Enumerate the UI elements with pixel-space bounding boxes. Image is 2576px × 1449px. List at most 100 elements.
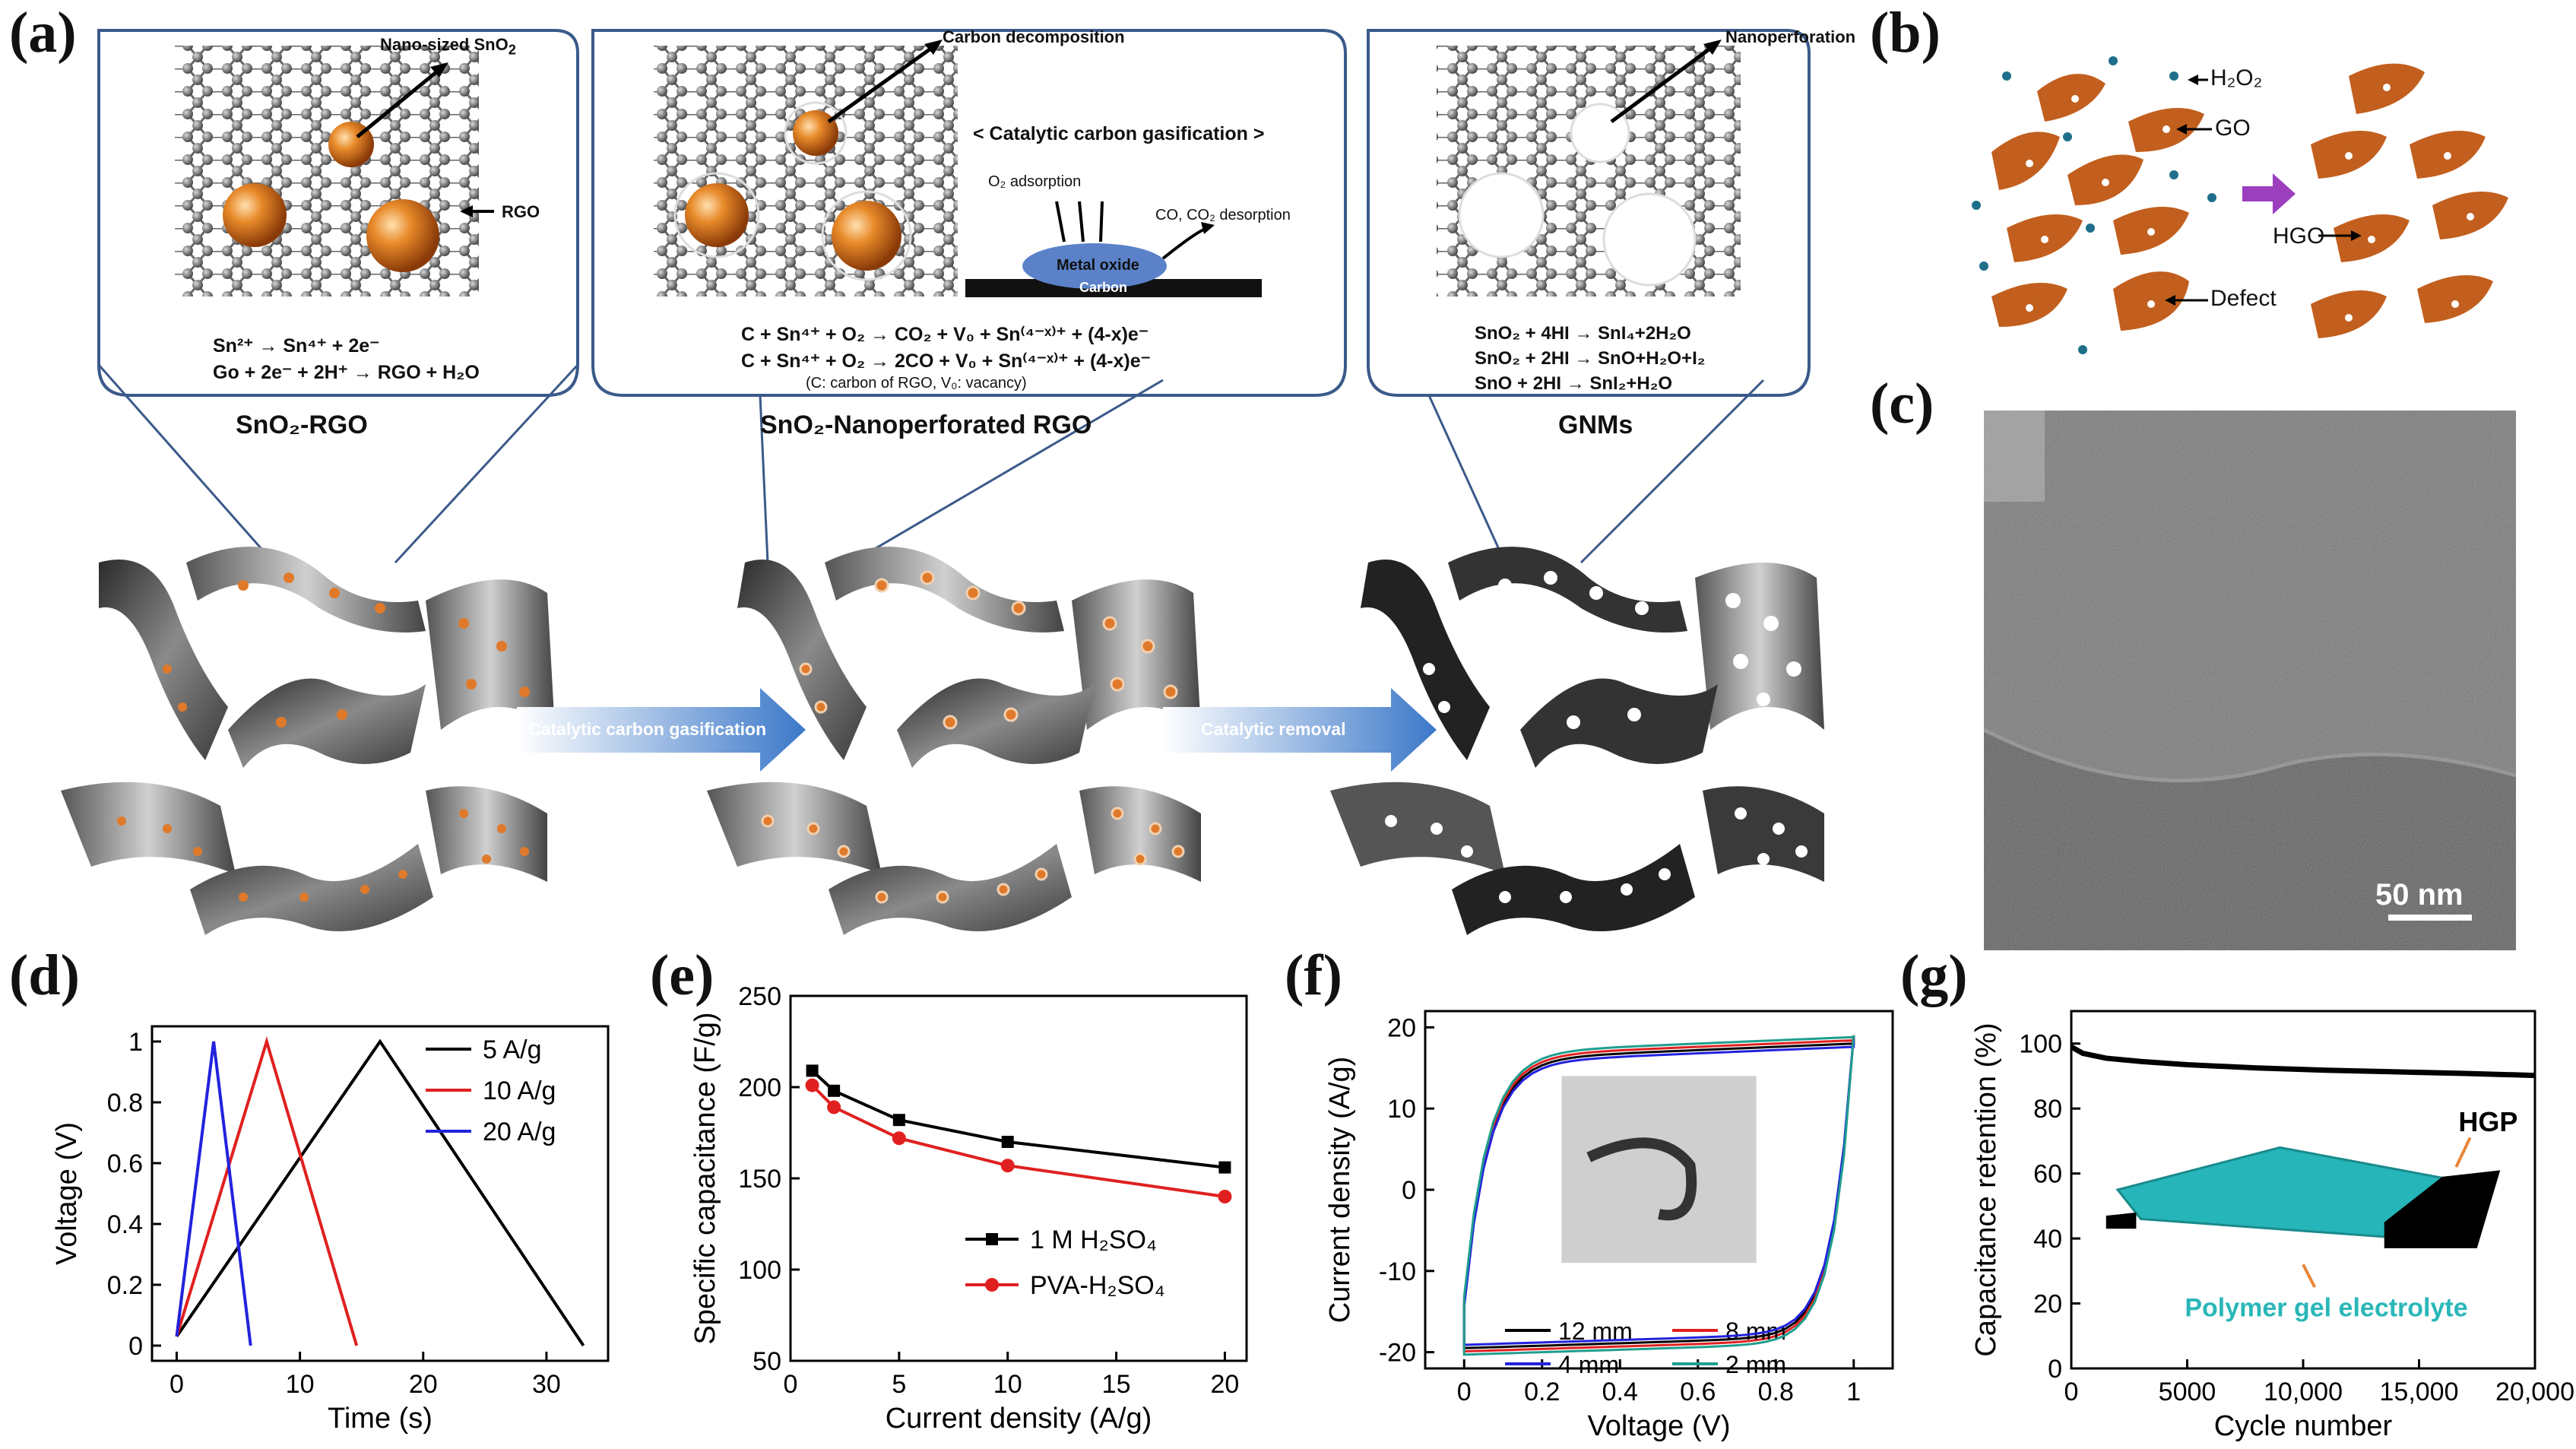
scale-bar	[2388, 915, 2472, 921]
series-line-5-A-g	[175, 1038, 585, 1347]
x-tick-label: 30	[532, 1370, 561, 1399]
x-tick-label: 10	[993, 1370, 1022, 1399]
data-point	[805, 1078, 819, 1092]
y-tick-label: 80	[2033, 1095, 2062, 1124]
y-tick-label: 150	[738, 1165, 781, 1194]
panel-label-g: (g)	[1900, 943, 1968, 1007]
label-metal-oxide: Metal oxide	[1057, 257, 1139, 274]
label-polymer-gel-electrolyte: Polymer gel electrolyte	[2185, 1294, 2467, 1323]
legend-label: 1 M H₂SO₄	[1030, 1225, 1157, 1254]
y-axis-label: Specific capacitance (F/g)	[689, 1012, 721, 1344]
equation-box3-2: SnO₂ + 2HI → SnO+H₂O+I₂	[1475, 348, 1706, 369]
data-point	[827, 1100, 841, 1114]
sheets-sno2-rgo	[61, 547, 555, 935]
electrolyte-pointer	[2302, 1264, 2317, 1289]
arrow-label-gasification: Catalytic carbon gasification	[528, 719, 767, 739]
schematic-a	[61, 29, 1824, 935]
y-tick-label: -20	[1379, 1339, 1416, 1368]
legend-label: PVA-H₂SO₄	[1030, 1271, 1165, 1300]
y-axis-label: Capacitance retention (%)	[1970, 1023, 2002, 1356]
equation-box3-1: SnO₂ + 4HI → SnI₄+2H₂O	[1475, 323, 1691, 344]
sheets-sno2-nprgo	[707, 547, 1201, 935]
y-tick-label: 0.6	[107, 1149, 143, 1178]
arrow-label-removal: Catalytic removal	[1201, 719, 1346, 739]
y-tick-label: 250	[738, 982, 781, 1011]
x-tick-label: 15	[1102, 1370, 1131, 1399]
data-point	[1001, 1136, 1014, 1148]
data-point	[806, 1064, 819, 1077]
label-defect: Defect	[2210, 286, 2277, 311]
panel-label-f: (f)	[1285, 943, 1342, 1007]
legend-label: 20 A/g	[483, 1118, 556, 1146]
inset-film	[1586, 1137, 1697, 1221]
label-carbon: Carbon	[1079, 280, 1127, 295]
x-tick-label: 5000	[2159, 1378, 2216, 1406]
subtitle-catalytic-carbon-gasification: < Catalytic carbon gasification >	[973, 123, 1265, 144]
x-tick-label: 20	[1211, 1370, 1240, 1399]
x-tick-label: 0	[1457, 1378, 1472, 1406]
x-tick-label: 0	[784, 1370, 798, 1399]
equation-box2-2: C + Sn⁴⁺ + O₂ → 2CO + V₀ + Sn⁽⁴⁻ˣ⁾⁺ + (4…	[741, 350, 1151, 372]
data-point	[1218, 1190, 1232, 1203]
y-tick-label: 0.4	[107, 1210, 143, 1239]
x-axis-label: Current density (A/g)	[886, 1403, 1152, 1435]
plot-frame	[789, 994, 1248, 1362]
annotation-nano-sized-sno2: Nano-sized SnO2	[380, 35, 516, 58]
y-tick-label: 1	[128, 1028, 143, 1057]
x-tick-label: 0.6	[1680, 1378, 1716, 1406]
x-tick-label: 0.2	[1524, 1378, 1560, 1406]
y-tick-label: 0.2	[107, 1271, 143, 1300]
y-tick-label: -10	[1379, 1257, 1416, 1286]
panel-label-d: (d)	[9, 943, 80, 1007]
y-tick-label: 100	[2019, 1030, 2062, 1059]
scale-bar-label: 50 nm	[2375, 878, 2464, 912]
legend-marker	[986, 1233, 998, 1245]
annotation-carbon-decomposition: Carbon decomposition	[943, 27, 1125, 46]
series-line-1	[811, 1084, 1225, 1198]
equation-box1-2: Go + 2e⁻ + 2H⁺ → RGO + H₂O	[213, 362, 480, 383]
equation-box1-1: Sn²⁺ → Sn⁴⁺ + 2e⁻	[213, 335, 380, 357]
data-point	[1218, 1161, 1231, 1174]
data-point	[1000, 1159, 1015, 1173]
x-tick-label: 0.8	[1758, 1378, 1794, 1406]
x-tick-label: 5	[892, 1370, 906, 1399]
panel-label-b: (b)	[1870, 1, 1941, 65]
equation-box2-1: C + Sn⁴⁺ + O₂ → CO₂ + V₀ + Sn⁽⁴⁻ˣ⁾⁺ + (4…	[741, 324, 1149, 345]
y-tick-label: 0	[1402, 1176, 1416, 1205]
panel-label-a: (a)	[9, 1, 77, 65]
inset-photo	[1561, 1076, 1757, 1264]
x-axis-label: Time (s)	[328, 1403, 433, 1435]
legend-marker	[985, 1278, 999, 1292]
x-tick-label: 0	[2064, 1378, 2079, 1406]
y-tick-label: 10	[1387, 1095, 1416, 1124]
equation-box3-3: SnO + 2HI → SnI₂+H₂O	[1475, 373, 1673, 394]
x-tick-label: 0	[170, 1370, 184, 1399]
title-sno2-rgo: SnO₂-RGO	[236, 411, 368, 439]
hgp-tab-left	[2105, 1212, 2137, 1229]
panel-label-e: (e)	[650, 943, 714, 1007]
x-axis-label: Cycle number	[2214, 1410, 2393, 1442]
y-tick-label: 200	[738, 1073, 781, 1102]
series-line-20-A-g	[175, 1041, 252, 1346]
annotation-nanoperforation: Nanoperforation	[1725, 27, 1856, 46]
data-point	[892, 1114, 905, 1127]
label-hgp: HGP	[2458, 1106, 2517, 1137]
legend-label: 2 mm	[1725, 1351, 1786, 1378]
panel-b-diagram	[1972, 56, 2508, 354]
title-gnms: GNMs	[1558, 411, 1633, 439]
label-go: GO	[2215, 116, 2251, 141]
y-axis-label: Voltage (V)	[51, 1122, 83, 1265]
legend-label: 8 mm	[1725, 1317, 1786, 1345]
title-sno2-nanoperforated-rgo: SnO₂-Nanoperforated RGO	[760, 411, 1092, 439]
sheets-gnms	[1330, 547, 1824, 935]
y-tick-label: 100	[738, 1256, 781, 1285]
tem-image	[1984, 411, 2516, 950]
y-tick-label: 60	[2033, 1160, 2062, 1189]
panel-label-c: (c)	[1870, 372, 1934, 436]
label-o2-adsorption: O₂ adsorption	[988, 173, 1082, 190]
y-tick-label: 40	[2033, 1225, 2062, 1254]
y-tick-label: 0	[128, 1332, 143, 1361]
